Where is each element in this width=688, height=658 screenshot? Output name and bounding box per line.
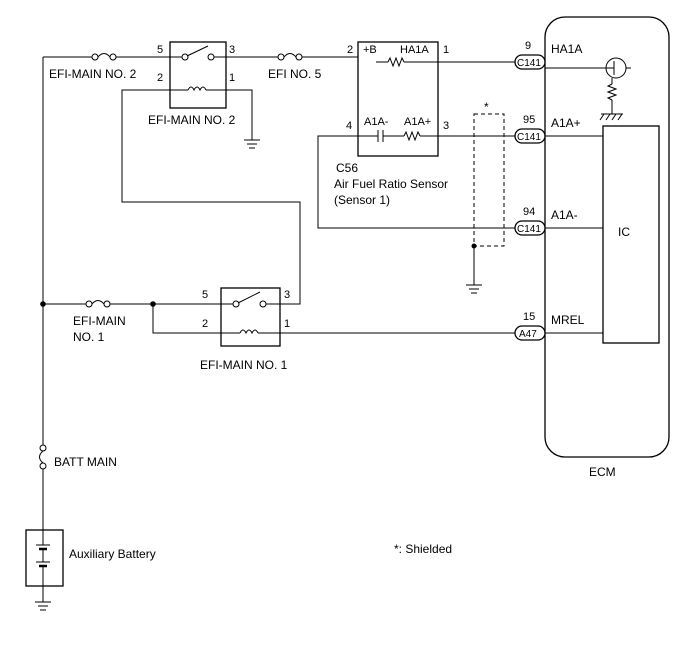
shield-box: [473, 113, 505, 247]
sensor-a1a-plus-label: A1A+: [404, 116, 431, 128]
sensor-pin2: 2: [347, 44, 353, 56]
relay1-pin3: 3: [284, 289, 290, 301]
ic-label: IC: [618, 225, 630, 239]
pin-name: HA1A: [551, 42, 582, 56]
sensor-b-label: +B: [363, 44, 377, 56]
ecm-pin-a1a-minus: C141 94 A1A-: [514, 206, 578, 236]
pin-number: 95: [523, 114, 535, 126]
air-fuel-ratio-sensor: [357, 41, 439, 157]
a1a-minus-wire: [317, 135, 515, 229]
pin-name: A1A-: [551, 208, 578, 222]
efi-main-no1-fuse-label-a: EFI-MAIN: [73, 314, 126, 328]
shield-star: *: [484, 100, 489, 114]
efi-main-no2-relay-label: EFI-MAIN NO. 2: [148, 113, 236, 127]
sensor-ha1a-label: HA1A: [400, 44, 429, 56]
efi-main-no1-relay-label: EFI-MAIN NO. 1: [200, 358, 288, 372]
efi-main-no2-fuse: [43, 53, 170, 61]
batt-main-fuse: [39, 444, 47, 475]
efi-no5-fuse: [226, 53, 358, 61]
auxiliary-battery-label: Auxiliary Battery: [69, 547, 156, 561]
connector-label: A47: [519, 329, 537, 340]
efi-main-no1-relay: [220, 287, 281, 347]
shielded-note: *: Shielded: [394, 542, 452, 556]
pin-number: 94: [523, 206, 535, 218]
relay1-pin5: 5: [202, 289, 208, 301]
efi-main-no1-fuse-label-b: NO. 1: [73, 330, 105, 344]
efi-main-no1-fuse: [43, 300, 221, 308]
batt-main-label: BATT MAIN: [54, 455, 117, 469]
ic-box: [602, 125, 660, 344]
relay2-coil-wire: [121, 89, 301, 305]
sensor-sub-label: (Sensor 1): [334, 193, 390, 207]
efi-main-no2-relay: [169, 41, 227, 109]
pin-name: MREL: [551, 313, 585, 327]
connector-label: C141: [517, 224, 541, 235]
connector-label: C141: [517, 132, 541, 143]
relay1-coil-feed-wire: [152, 304, 221, 334]
ecm-pin-a1a-plus: C141 95 A1A+: [514, 114, 581, 144]
sensor-code-label: C56: [336, 161, 358, 175]
sensor-a1a-minus-label: A1A-: [364, 116, 389, 128]
relay1-pin2: 2: [202, 318, 208, 330]
connector-label: C141: [517, 58, 541, 69]
pin-number: 15: [523, 311, 535, 323]
sensor-name-label: Air Fuel Ratio Sensor: [334, 177, 448, 191]
ecm-pin-ha1a: C141 9 HA1A: [514, 40, 582, 70]
relay2-pin2: 2: [157, 72, 163, 84]
relay2-pin3: 3: [229, 44, 235, 56]
efi-main-no2-fuse-label: EFI-MAIN NO. 2: [49, 67, 137, 81]
sensor-pin3: 3: [443, 120, 449, 132]
sensor-pin4: 4: [346, 120, 352, 132]
relay2-pin5: 5: [157, 44, 163, 56]
relay2-pin1: 1: [229, 72, 235, 84]
efi-no5-fuse-label: EFI NO. 5: [268, 67, 322, 81]
relay2-ground-symbol: [226, 89, 260, 149]
auxiliary-battery: [25, 529, 64, 611]
sensor-pin1: 1: [443, 44, 449, 56]
pin-number: 9: [525, 40, 531, 52]
shield-ground-symbol: [466, 243, 482, 294]
relay1-pin1: 1: [284, 318, 290, 330]
transistor-symbol: [545, 57, 631, 121]
ecm-pin-mrel: A47 15 MREL: [514, 311, 585, 341]
pin-name: A1A+: [551, 116, 581, 130]
ecm-label: ECM: [589, 465, 616, 479]
